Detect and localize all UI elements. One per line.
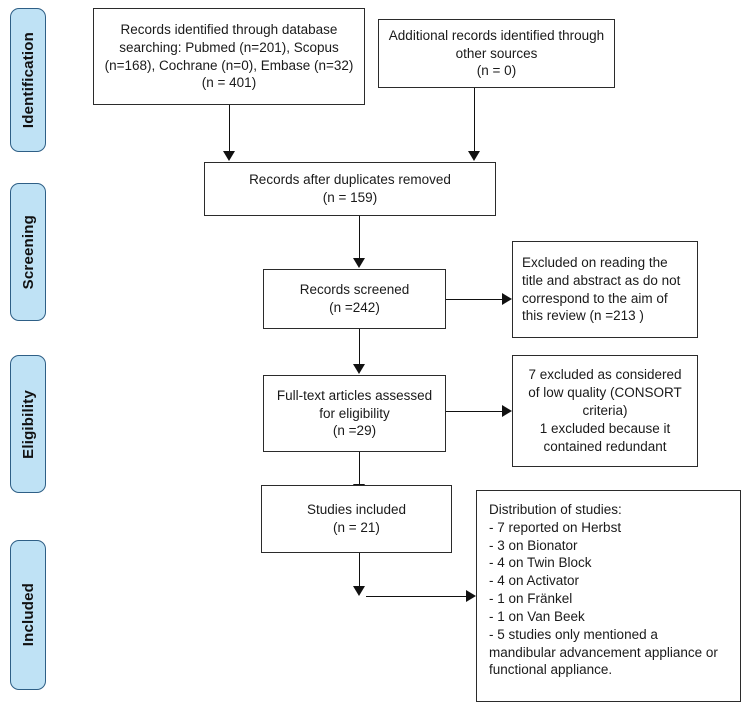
- connector-fulltext-to-excluded: [446, 411, 502, 412]
- phase-tab-included: Included: [10, 540, 46, 690]
- connector-screened-to-excluded: [446, 299, 502, 300]
- phase-tab-eligibility-label: Eligibility: [19, 389, 37, 459]
- box-records-excluded-text: Excluded on reading the title and abstra…: [522, 254, 681, 324]
- box-duplicates-removed-text: Records after duplicates removed (n = 15…: [249, 172, 451, 205]
- box-fulltext-excluded-text: 7 excluded as considered of low quality …: [528, 367, 682, 454]
- arrowhead-screened-to-fulltext: [353, 364, 365, 374]
- arrowhead-fulltext-to-excluded: [502, 405, 512, 417]
- box-studies-included-text: Studies included (n = 21): [306, 502, 407, 535]
- arrowhead-other-sources-to-duplicates: [468, 151, 480, 161]
- connector-fulltext-to-included: [359, 452, 360, 484]
- box-fulltext-assessed-text: Full-text articles assessed for eligibil…: [276, 387, 433, 439]
- connector-included-to-distribution-vertical: [359, 553, 360, 586]
- phase-tab-included-label: Included: [19, 583, 37, 647]
- box-database-search: Records identified through database sear…: [93, 8, 365, 105]
- box-records-excluded: Excluded on reading the title and abstra…: [512, 241, 698, 338]
- box-fulltext-assessed: Full-text articles assessed for eligibil…: [263, 375, 446, 452]
- box-fulltext-excluded: 7 excluded as considered of low quality …: [512, 355, 698, 467]
- box-records-screened-text: Records screened (n =242): [299, 282, 410, 315]
- box-records-screened: Records screened (n =242): [263, 269, 446, 329]
- connector-database-to-duplicates: [229, 105, 230, 151]
- box-duplicates-removed: Records after duplicates removed (n = 15…: [204, 162, 496, 216]
- box-database-search-text: Records identified through database sear…: [104, 21, 354, 91]
- box-studies-included: Studies included (n = 21): [261, 485, 452, 553]
- phase-tab-identification-label: Identification: [19, 31, 37, 129]
- arrowhead-database-to-duplicates: [223, 151, 235, 161]
- arrowhead-included-to-distribution-right: [466, 590, 476, 602]
- phase-tab-screening-label: Screening: [19, 214, 37, 290]
- arrowhead-duplicates-to-screened: [353, 258, 365, 268]
- connector-screened-to-fulltext: [359, 329, 360, 364]
- phase-tab-identification: Identification: [10, 8, 46, 152]
- phase-tab-eligibility: Eligibility: [10, 355, 46, 493]
- arrowhead-included-to-distribution-down: [353, 586, 365, 596]
- connector-included-to-distribution-horizontal: [366, 596, 466, 597]
- arrowhead-screened-to-excluded: [502, 293, 512, 305]
- phase-tab-screening: Screening: [10, 183, 46, 321]
- connector-other-sources-to-duplicates: [474, 88, 475, 151]
- connector-duplicates-to-screened: [359, 216, 360, 258]
- box-other-sources: Additional records identified through ot…: [378, 19, 615, 88]
- box-other-sources-text: Additional records identified through ot…: [388, 27, 605, 79]
- box-distribution-of-studies: Distribution of studies: - 7 reported on…: [476, 490, 741, 702]
- box-distribution-of-studies-text: Distribution of studies: - 7 reported on…: [489, 502, 718, 678]
